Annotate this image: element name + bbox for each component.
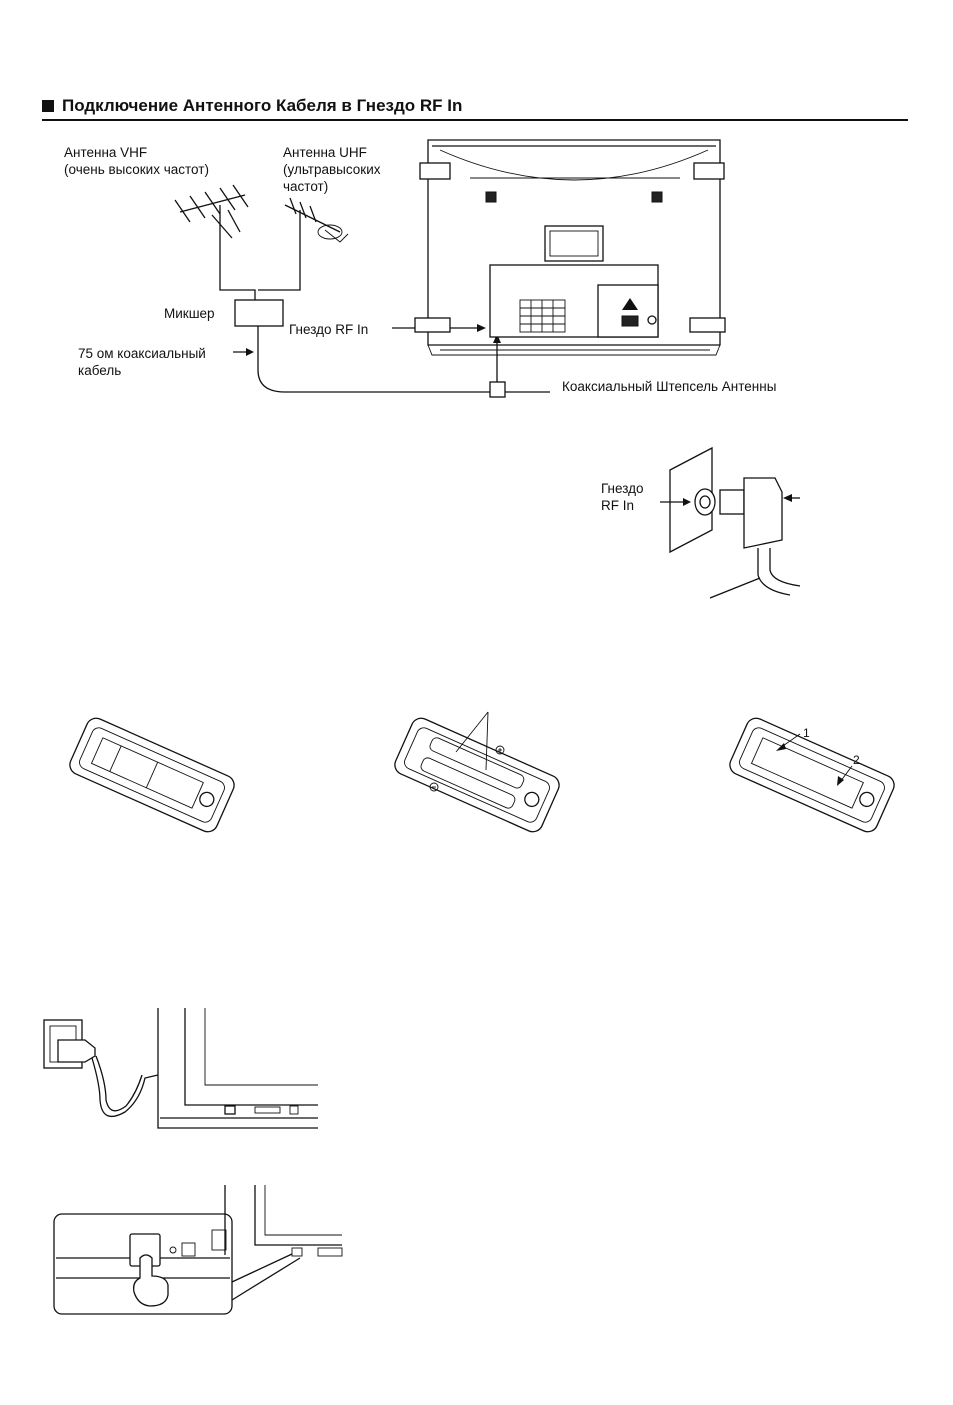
uhf-label-line3: частот) (283, 178, 381, 195)
power-button-press-icon (54, 1185, 342, 1314)
mixer-label: Микшер (164, 305, 215, 322)
mains-plug-icon (44, 1020, 158, 1116)
uhf-antenna-label: Антенна UHF (ультравысоких частот) (283, 144, 381, 195)
vhf-antenna-icon (175, 185, 248, 285)
uhf-label-line2: (ультравысоких (283, 161, 381, 178)
uhf-antenna-icon (285, 198, 348, 285)
rf-in-detail-line1: Гнездо (601, 480, 644, 497)
tv-front-icon (158, 1008, 318, 1128)
coax-cable-label: 75 ом коаксиальный кабель (78, 345, 206, 379)
vhf-antenna-label: Антенна VHF (очень высоких частот) (64, 144, 209, 178)
coax-plug-label: Коаксиальный Штепсель Антенны (562, 378, 776, 395)
coax-plug-box (490, 382, 505, 397)
remote-step-one: 1 (803, 725, 810, 742)
coax-cable-line1: 75 ом коаксиальный (78, 345, 206, 362)
coax-cable-line2: кабель (78, 362, 206, 379)
rf-in-socket-label: Гнездо RF In (289, 321, 368, 338)
uhf-label-line1: Антенна UHF (283, 144, 381, 161)
remote-close-cover-icon (727, 715, 898, 835)
remote-batteries-icon (392, 715, 563, 835)
mixer-box (235, 300, 283, 326)
remote-open-icon (67, 715, 238, 835)
vhf-label-line2: (очень высоких частот) (64, 161, 209, 178)
tv-rear-panel-icon (415, 140, 725, 355)
rf-in-detail-line2: RF In (601, 497, 644, 514)
rf-socket-detail-icon (660, 448, 800, 598)
remote-step-two: 2 (853, 752, 860, 769)
vhf-label-line1: Антенна VHF (64, 144, 209, 161)
rf-in-detail-label: Гнездо RF In (601, 480, 644, 514)
